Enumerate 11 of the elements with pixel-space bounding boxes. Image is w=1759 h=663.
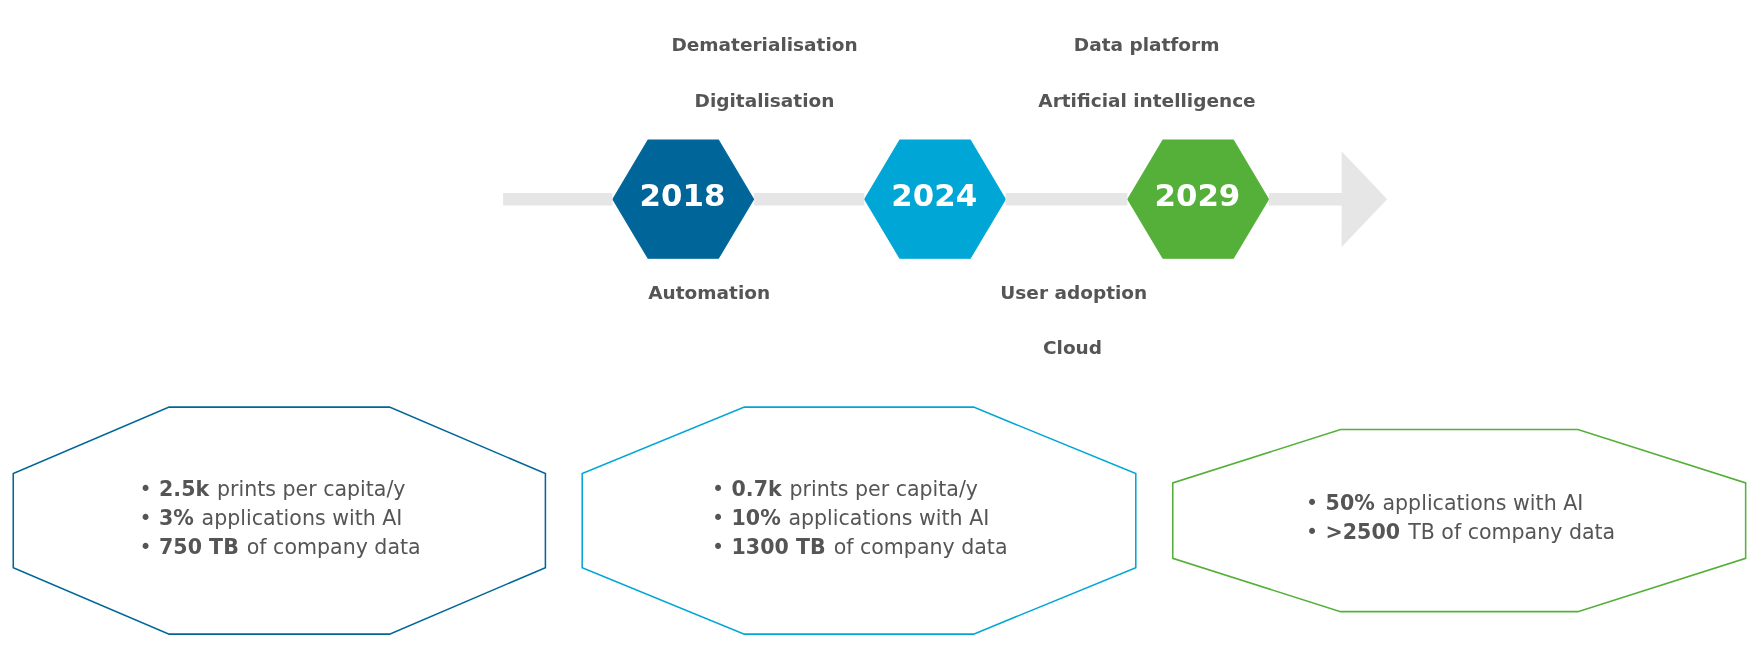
label: Digitalisation (694, 89, 835, 111)
label: Dematerialisation (671, 34, 858, 56)
connector (503, 193, 613, 206)
label: User adoption (1000, 281, 1148, 303)
connector (1005, 193, 1128, 206)
label: Cloud (1042, 337, 1103, 359)
label: Artificial intelligence (1038, 89, 1256, 111)
arrow (1268, 151, 1388, 247)
connector (754, 193, 865, 206)
label: Automation (648, 281, 771, 303)
label: Data platform (1073, 34, 1220, 56)
